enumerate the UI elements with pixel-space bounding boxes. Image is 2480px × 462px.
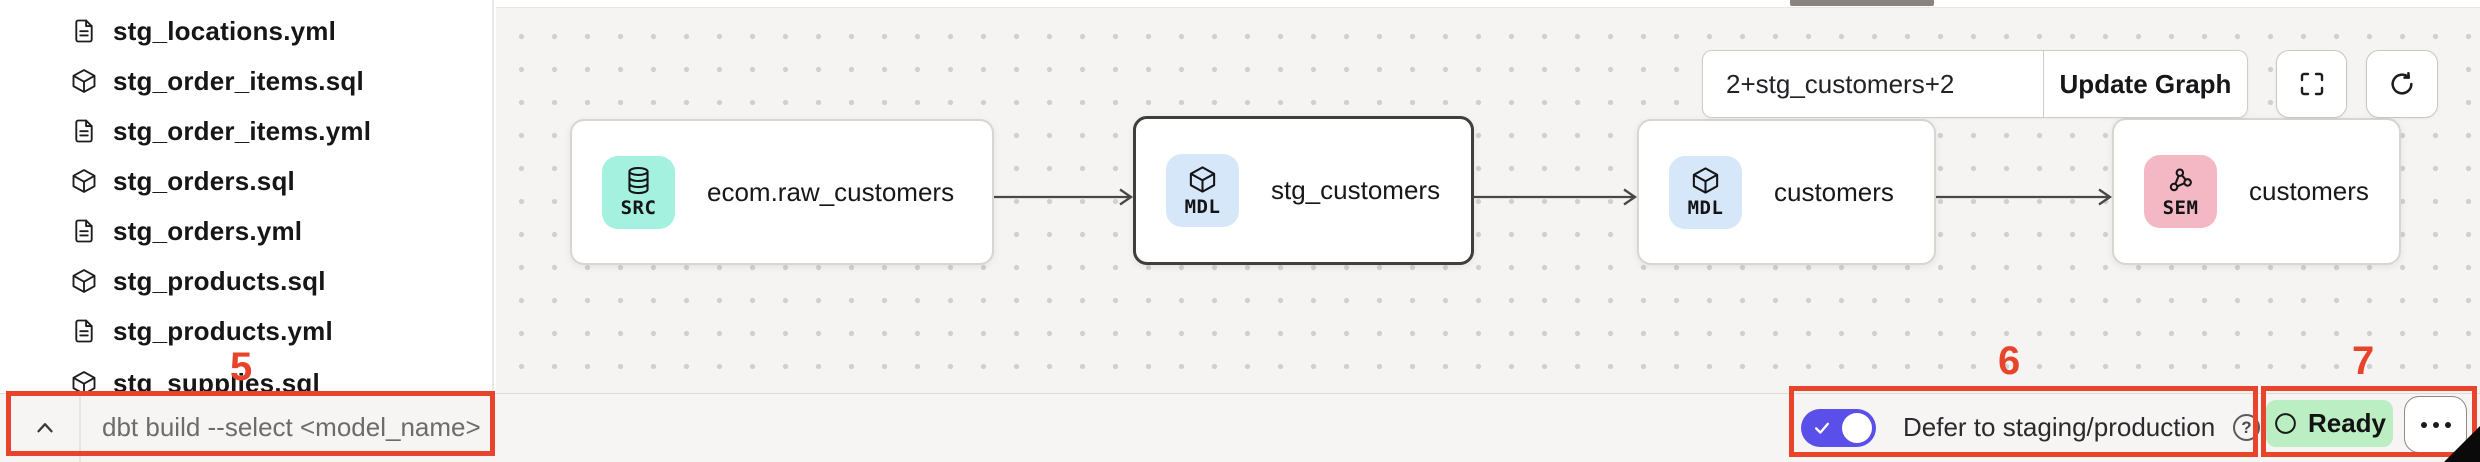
database-icon bbox=[628, 166, 649, 195]
file-name: stg_products.yml bbox=[113, 315, 333, 346]
status-badge: Ready bbox=[2266, 400, 2393, 447]
status-label: Ready bbox=[2307, 408, 2387, 438]
node-label: customers bbox=[2249, 176, 2369, 206]
defer-toggle[interactable] bbox=[1801, 409, 1876, 447]
graph-selector-group: Update Graph bbox=[1702, 50, 2248, 118]
fullscreen-icon bbox=[2300, 72, 2323, 96]
file-name: stg_orders.yml bbox=[113, 215, 303, 246]
update-graph-button[interactable]: Update Graph bbox=[2059, 68, 2232, 99]
refresh-icon bbox=[2391, 71, 2413, 95]
horizontal-scrollbar-thumb[interactable] bbox=[1790, 0, 1934, 6]
file-item-stg-orders-yml[interactable]: stg_orders.yml bbox=[70, 214, 302, 248]
model-cube-icon bbox=[70, 267, 98, 295]
file-item-stg-order-items-yml[interactable]: stg_order_items.yml bbox=[70, 114, 371, 148]
node-label: customers bbox=[1774, 176, 1894, 207]
node-customers-model[interactable]: MDL customers bbox=[1637, 119, 1936, 265]
badge-type-label: SRC bbox=[620, 197, 657, 219]
fullscreen-button[interactable] bbox=[2276, 50, 2347, 118]
file-name: stg_products.sql bbox=[113, 265, 326, 296]
ellipsis-icon bbox=[2420, 421, 2427, 428]
cube-icon bbox=[1692, 167, 1719, 194]
lineage-edge bbox=[1935, 188, 2113, 206]
lineage-edge bbox=[1473, 188, 1638, 206]
file-doc-icon bbox=[70, 317, 98, 345]
file-name: stg_locations.yml bbox=[113, 15, 337, 46]
file-item-stg-locations-yml[interactable]: stg_locations.yml bbox=[70, 14, 336, 48]
selector-input[interactable] bbox=[1703, 51, 2044, 117]
file-item-stg-order-items-sql[interactable]: stg_order_items.sql bbox=[70, 64, 364, 98]
node-customers-semantic[interactable]: SEM customers bbox=[2112, 118, 2401, 265]
cursor-artifact bbox=[2444, 426, 2480, 462]
defer-label: Defer to staging/production bbox=[1903, 412, 2216, 442]
file-item-stg-products-yml[interactable]: stg_products.yml bbox=[70, 314, 333, 348]
file-doc-icon bbox=[70, 17, 98, 45]
dbt-command-input[interactable] bbox=[102, 404, 662, 450]
badge-type-label: MDL bbox=[1184, 195, 1221, 218]
expand-command-panel-button[interactable] bbox=[24, 407, 66, 449]
help-icon[interactable]: ? bbox=[2233, 414, 2260, 441]
file-name: stg_order_items.sql bbox=[113, 65, 364, 96]
badge-type-label: MDL bbox=[1687, 197, 1724, 219]
file-name: stg_orders.sql bbox=[113, 165, 295, 196]
file-item-stg-orders-sql[interactable]: stg_orders.sql bbox=[70, 164, 295, 198]
refresh-button[interactable] bbox=[2366, 50, 2438, 118]
node-ecom-raw-customers[interactable]: SRC ecom.raw_customers bbox=[570, 119, 994, 265]
node-stg-customers[interactable]: MDL stg_customers bbox=[1133, 116, 1474, 265]
semantic-badge: SEM bbox=[2144, 155, 2217, 228]
model-badge: MDL bbox=[1669, 155, 1742, 229]
node-label: ecom.raw_customers bbox=[707, 176, 955, 207]
file-tree-sidebar: stg_locations.yml stg_order_items.sql st… bbox=[0, 0, 494, 398]
badge-type-label: SEM bbox=[2162, 196, 2199, 219]
source-badge: SRC bbox=[602, 155, 675, 229]
toggle-knob bbox=[1842, 413, 1872, 443]
model-cube-icon bbox=[70, 67, 98, 95]
status-circle-icon bbox=[2275, 413, 2296, 434]
semantic-icon bbox=[2169, 167, 2192, 191]
file-name: stg_order_items.yml bbox=[113, 115, 372, 146]
chevron-up-icon bbox=[37, 423, 53, 433]
model-badge: MDL bbox=[1166, 154, 1239, 227]
check-icon bbox=[1812, 418, 1832, 438]
cube-icon bbox=[1189, 165, 1216, 193]
file-doc-icon bbox=[70, 117, 98, 145]
file-doc-icon bbox=[70, 217, 98, 245]
file-item-stg-products-sql[interactable]: stg_products.sql bbox=[70, 264, 326, 298]
lineage-edge bbox=[993, 188, 1134, 206]
model-cube-icon bbox=[70, 167, 98, 195]
canvas-top-strip bbox=[496, 0, 2480, 8]
command-bar-divider bbox=[79, 394, 81, 462]
node-label: stg_customers bbox=[1271, 175, 1441, 205]
